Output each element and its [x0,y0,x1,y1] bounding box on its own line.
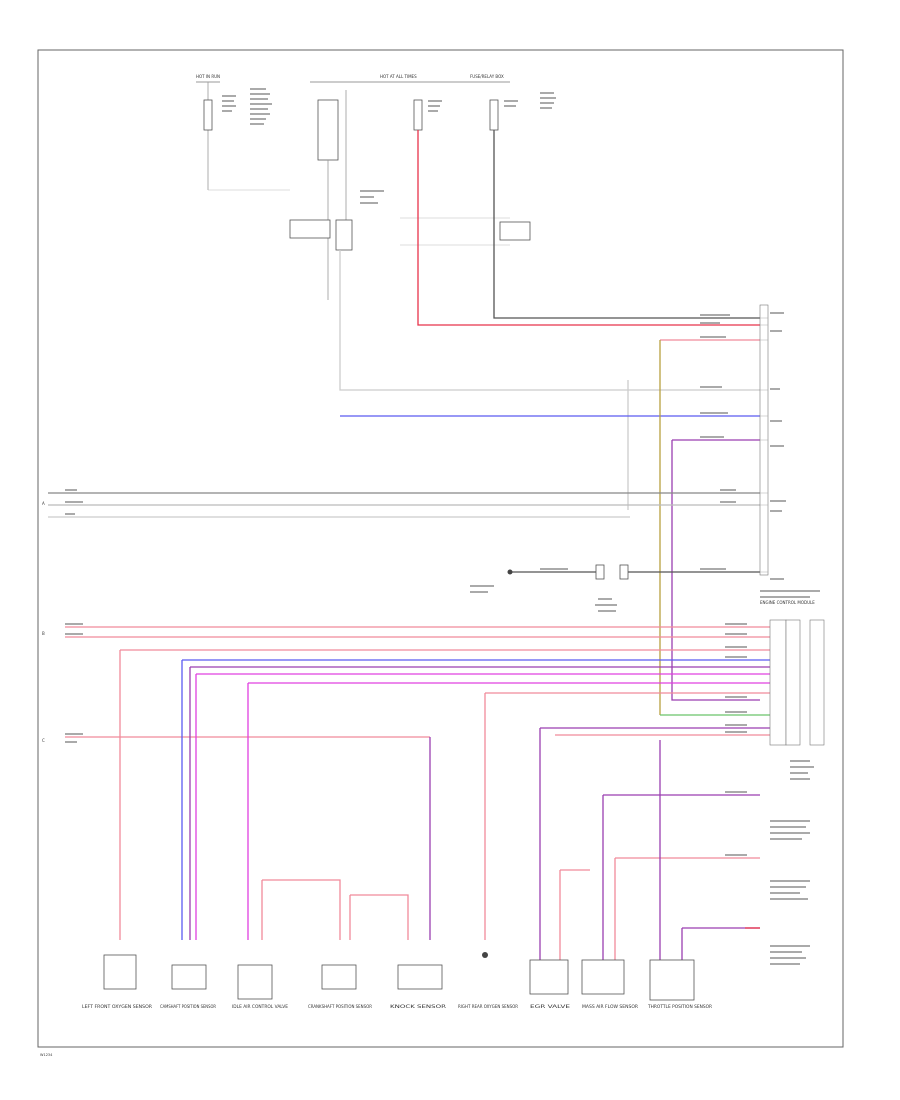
wire-red-feed [417,130,760,326]
wire-grey-1 [339,250,760,391]
drop-s3-s4 [261,879,341,940]
left-label-a: A [42,501,45,506]
wire-purple-vertical [671,440,760,701]
sensor-label: RIGHT REAR OXYGEN SENSOR [458,1004,518,1009]
fuse-1-icon [203,99,213,131]
sensor-s7-icon [529,959,569,995]
wires [48,130,770,960]
sensor-s1-icon [103,954,137,990]
sensor-s8-icon [581,959,625,995]
fuse-relay-box-label: FUSE/RELAY BOX [470,74,504,79]
sensor-s4-icon [321,964,357,990]
footer-code: W1234 [40,1053,53,1057]
wire-label-bars [65,314,747,856]
drop-s4-s5 [349,894,409,940]
ecm-connector-lower [769,619,825,746]
sensor-label: EGR VALVE [530,1004,571,1009]
fuse-2-3-notes [360,92,556,204]
sensor-label: MASS AIR FLOW SENSOR [582,1004,638,1009]
relay-icon [317,99,339,161]
hot-run-label: HOT IN RUN [196,74,220,79]
ecm-label: ENGINE CONTROL MODULE [760,600,815,605]
sensor-label: CRANKSHAFT POSITION SENSOR [308,1004,372,1009]
fuse-1-notes [222,88,272,125]
fuse-2-icon [413,99,423,131]
mid-sensor [470,564,629,612]
left-label-c: C [42,738,45,743]
sensor-blocks: LEFT FRONT OXYGEN SENSOR CAMSHAFT POSITI… [82,952,712,1009]
wire-black-feed [493,130,760,319]
drop-s8 [602,794,760,960]
diagram-frame [37,49,844,1048]
ecm-connector-upper [759,304,769,576]
sensor-label: CAMSHAFT POSITION SENSOR [160,1004,216,1009]
hot-all-times-label: HOT AT ALL TIMES [380,74,417,79]
drop-s8b [614,857,760,960]
top-fuse-area: HOT IN RUN HOT AT ALL TIMES FUSE/RELAY B… [196,74,556,300]
drop-s7b [559,869,590,960]
sensor-label: LEFT FRONT OXYGEN SENSOR [82,1004,152,1009]
ecm-pin-notes [760,312,820,965]
drop-s9b [681,927,760,960]
sensor-s6-icon [482,952,488,958]
sensor-s5-icon [397,964,443,990]
fuse-3-icon [489,99,499,131]
sensor-label: KNOCK SENSOR [390,1004,446,1009]
sensor-s9-icon [649,959,695,1001]
left-label-b: B [42,631,45,636]
connector-c2-icon [499,221,531,241]
sensor-label: THROTTLE POSITION SENSOR [647,1004,712,1009]
sensor-s2-icon [171,964,207,990]
relay-connector-icon [335,219,353,251]
sensor-label: IDLE AIR CONTROL VALVE [232,1004,289,1009]
sensor-s3-icon [237,964,273,1000]
connector-c1-icon [289,219,331,239]
